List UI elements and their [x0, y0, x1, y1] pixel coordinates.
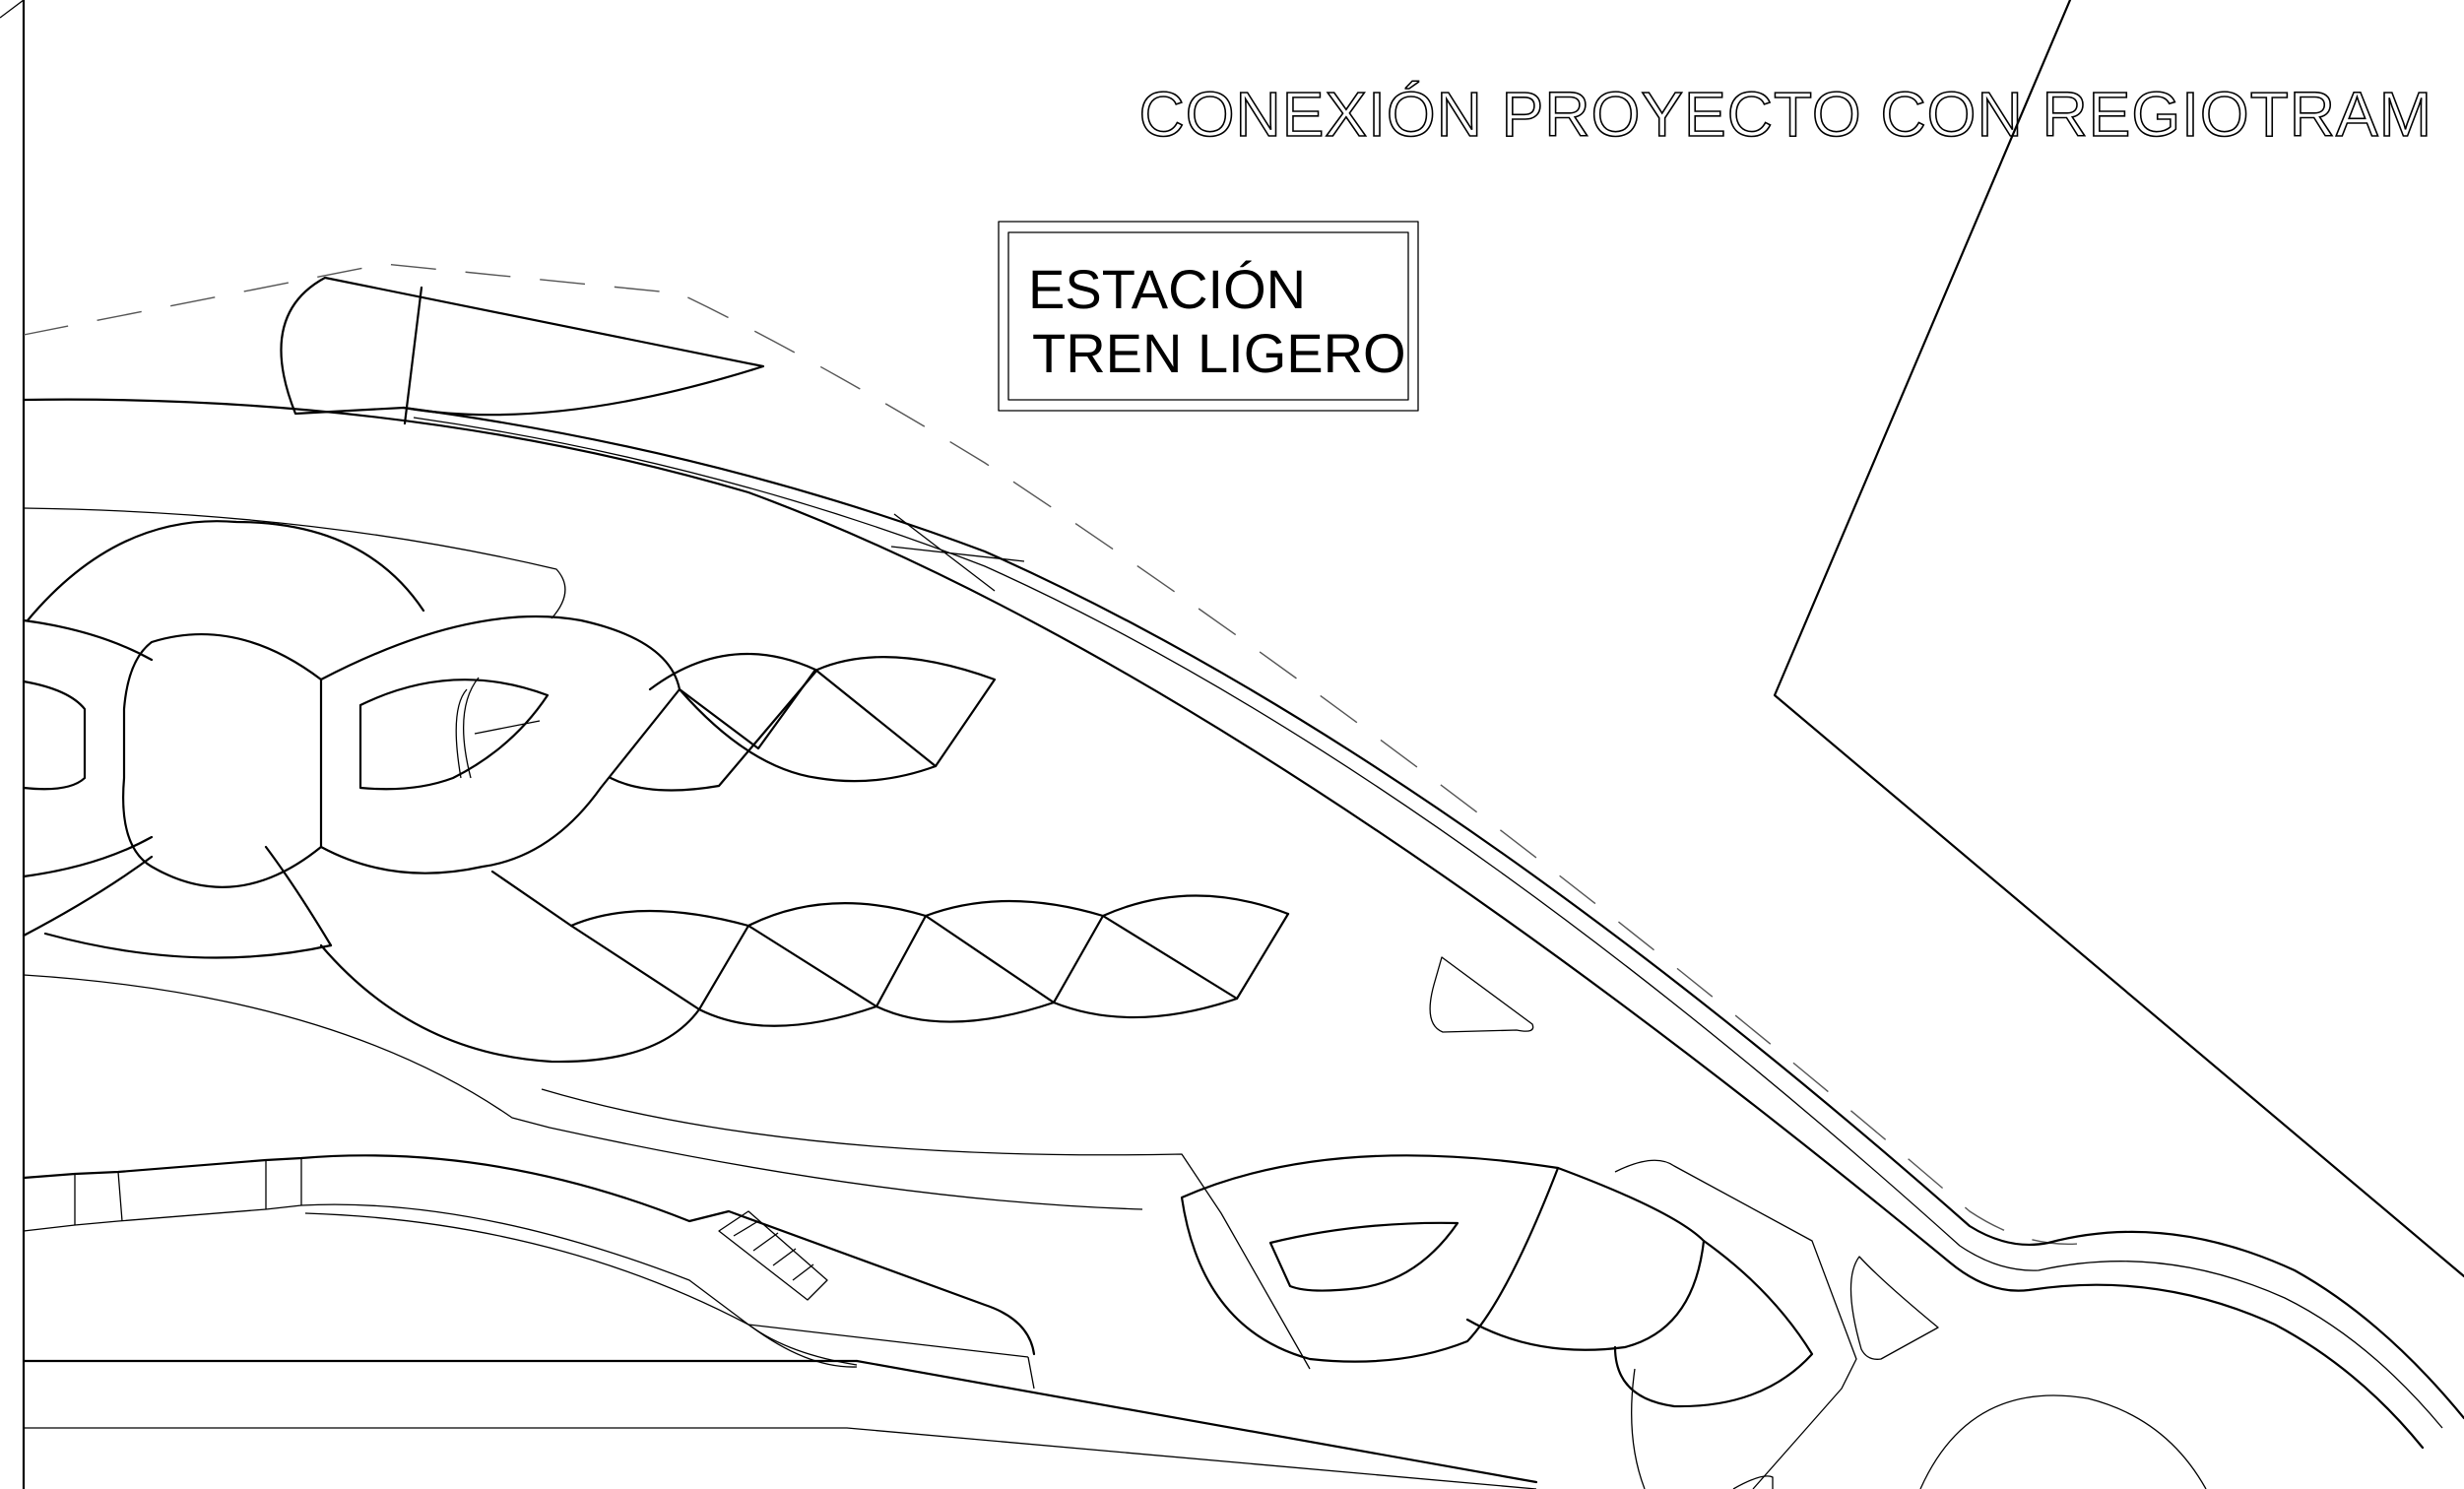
rail-corridor-inner-edge — [413, 417, 2443, 1429]
station-label-box: ESTACIÓN TREN LIGERO — [998, 221, 1419, 412]
road-bottom-diagonal — [855, 1359, 1538, 1484]
drawing-title: CONEXIÓN PROYECTO CON REGIOTRAM — [1139, 79, 2433, 150]
left-large-arc — [26, 520, 425, 622]
rail-corridor-upper-edge — [402, 406, 2464, 1420]
station-label-line2: TREN LIGERO — [1032, 322, 1406, 384]
triangle-island — [1429, 956, 1534, 1033]
upper-leaf-canopy — [280, 276, 765, 417]
road-junction-curve — [747, 1324, 1035, 1390]
central-eye-lens — [358, 679, 550, 791]
central-eye-inner-arc — [455, 677, 480, 779]
right-diagonal-boundary — [1773, 0, 2464, 1278]
lower-right-petal-1 — [1465, 1166, 1706, 1351]
road-hatch-marks — [718, 1210, 828, 1301]
upper-petal-chain-2 — [609, 656, 997, 792]
lower-right-roundabout — [1919, 1394, 2207, 1489]
central-oval-ring — [319, 615, 681, 874]
lower-right-big-circle — [1180, 1154, 1560, 1363]
road-upper-edge — [22, 1154, 1036, 1356]
left-small-lens — [22, 680, 87, 791]
lower-petal-chain-top — [569, 894, 1290, 928]
road-curve-lower — [304, 1212, 858, 1366]
lower-right-eye — [1268, 1221, 1459, 1292]
lower-arc-connector — [264, 845, 573, 947]
lower-right-petal-3 — [1614, 1159, 1857, 1489]
left-round-block — [122, 632, 323, 888]
plaza-lower-curve — [23, 974, 1143, 1210]
road-inner-edge — [23, 1203, 1029, 1358]
lower-petal-chain-bottom — [697, 997, 1239, 1027]
station-label-inner-frame — [1007, 231, 1409, 401]
central-eye-needle — [474, 720, 541, 735]
lower-right-plaza-edge — [541, 1088, 1311, 1370]
station-label-line1: ESTACIÓN — [1028, 258, 1306, 320]
plaza-outer-curve — [23, 507, 566, 619]
corridor-crosshatch — [890, 513, 1025, 592]
small-right-island — [1849, 1256, 1939, 1360]
bottom-right-curve — [1732, 1475, 1774, 1489]
road-segment-ticks — [74, 1158, 302, 1225]
lower-petal-zigzag — [569, 912, 1290, 1011]
upper-petal-connect — [678, 668, 817, 750]
dashed-alignment-line — [23, 263, 2089, 1246]
lower-big-arc — [319, 943, 701, 1064]
road-bottom-line-2 — [24, 1427, 1537, 1489]
rail-corridor-lower-edge — [22, 398, 2425, 1450]
station-label-outer-frame — [998, 221, 1419, 412]
upper-leaf-divider — [403, 286, 423, 425]
left-outer-ring — [22, 618, 154, 938]
left-lower-ring — [43, 932, 333, 959]
frame-corner-tick — [0, 0, 25, 19]
upper-petal-chain — [648, 652, 938, 783]
lower-right-petal-2 — [1613, 1239, 1814, 1408]
